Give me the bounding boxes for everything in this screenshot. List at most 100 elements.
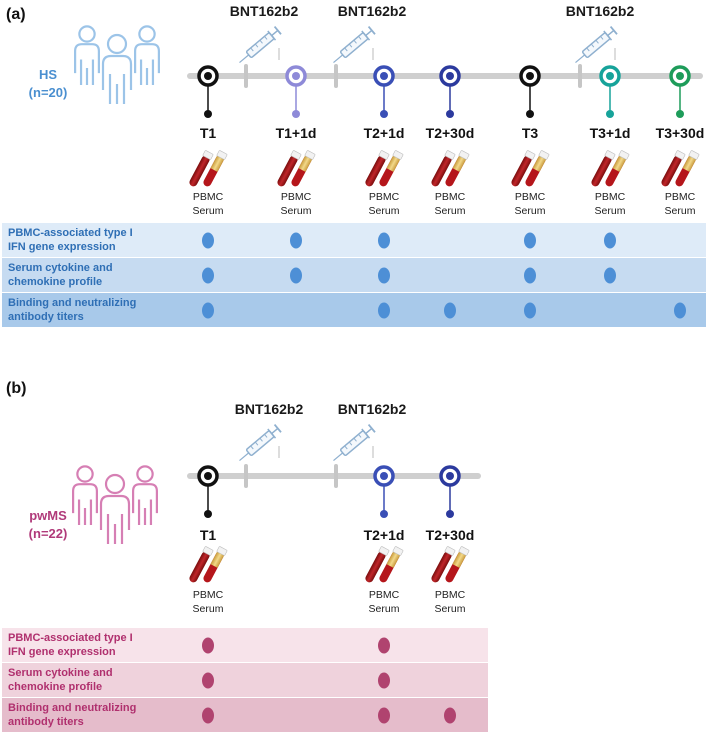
panel-a-label: (a) [6,6,26,23]
sample-serum-label: Serum [665,205,696,217]
measurement-label: Serum cytokine and [8,262,113,274]
measurement-row: Binding and neutralizing antibody titers [2,698,488,732]
sample-pbmc-label: PBMC [281,191,312,203]
measurement-label: IFN gene expression [8,241,116,253]
sample-pbmc-label: PBMC [193,191,224,203]
sample-dot [202,302,214,319]
sample-serum-label: Serum [193,205,224,217]
vaccine-label-dose-2: BNT162b2 [338,401,407,417]
measurement-label: Binding and neutralizing [8,702,136,714]
blood-tubes-icon [189,546,228,583]
blood-tubes-icon [189,150,228,187]
sample-serum-label: Serum [369,603,400,615]
sample-dot [444,707,456,724]
syringe-icon [575,26,618,64]
group-size: (n=22) [29,526,68,541]
sample-dot [378,302,390,319]
timepoint-label: T3+30d [656,125,705,141]
panel-a: (a) HS (n=20) BNT162b2 BNT162b2 BNT162b2… [2,3,706,327]
syringe-icon [333,26,376,64]
sample-dot [202,267,214,284]
sample-pbmc-label: PBMC [369,191,400,203]
sample-pbmc-label: PBMC [193,589,224,601]
sample-serum-label: Serum [515,205,546,217]
timepoint-label: T2+30d [426,125,475,141]
syringe-icon [333,424,376,462]
sample-serum-label: Serum [435,603,466,615]
measurement-label: PBMC-associated type I [8,227,133,239]
vaccine-label-dose-3: BNT162b2 [566,3,635,19]
sample-pbmc-label: PBMC [369,589,400,601]
vaccine-label-dose-2: BNT162b2 [338,3,407,19]
blood-tubes-icon [591,150,630,187]
sample-dot [604,267,616,284]
measurement-row: Serum cytokine and chemokine profile [2,663,488,697]
timepoint-label: T1+1d [276,125,317,141]
measurement-label: antibody titers [8,311,84,323]
sample-pbmc-label: PBMC [435,191,466,203]
sample-dot [202,232,214,249]
blood-tubes-icon [365,546,404,583]
blood-tubes-icon [511,150,550,187]
measurement-label: chemokine profile [8,276,102,288]
timepoint-label: T1 [200,125,217,141]
measurement-row: PBMC-associated type I IFN gene expressio… [2,223,706,257]
measurement-label: Binding and neutralizing [8,297,136,309]
people-group-icon [72,465,158,544]
blood-tubes-icon [365,150,404,187]
blood-tubes-icon [277,150,316,187]
sample-dot [202,707,214,724]
sample-dot [674,302,686,319]
sample-serum-label: Serum [281,205,312,217]
vaccine-label-dose-1: BNT162b2 [235,401,304,417]
sample-dot [378,637,390,654]
sample-dot [202,672,214,689]
group-size: (n=20) [29,85,68,100]
sample-dot [524,232,536,249]
blood-tubes-icon [431,546,470,583]
sample-dot [378,232,390,249]
sample-dot [378,267,390,284]
syringe-icon [239,424,282,462]
blood-tubes-icon [431,150,470,187]
group-name: pwMS [29,508,67,523]
measurement-label: Serum cytokine and [8,667,113,679]
sample-pbmc-label: PBMC [435,589,466,601]
measurement-label: chemokine profile [8,681,102,693]
sample-pbmc-label: PBMC [665,191,696,203]
syringe-icon [239,26,282,64]
panel-b-label: (b) [6,380,26,397]
measurement-label: antibody titers [8,716,84,728]
sample-serum-label: Serum [193,603,224,615]
timepoint-label: T2+30d [426,527,475,543]
people-group-icon [74,25,160,104]
timepoint-label: T3+1d [590,125,631,141]
measurement-label: PBMC-associated type I [8,632,133,644]
timepoint-label: T1 [200,527,217,543]
sample-dot [290,267,302,284]
sample-serum-label: Serum [595,205,626,217]
panel-b: (b) pwMS (n=22) BNT162b2 BNT162b2 T1PBMC… [2,380,488,732]
sample-dot [378,707,390,724]
sample-pbmc-label: PBMC [595,191,626,203]
timepoint-label: T2+1d [364,125,405,141]
sample-dot [604,232,616,249]
measurement-row: Serum cytokine and chemokine profile [2,258,706,292]
sample-dot [290,232,302,249]
timepoint-label: T3 [522,125,539,141]
sample-dot [444,302,456,319]
sample-dot [202,637,214,654]
sample-serum-label: Serum [435,205,466,217]
